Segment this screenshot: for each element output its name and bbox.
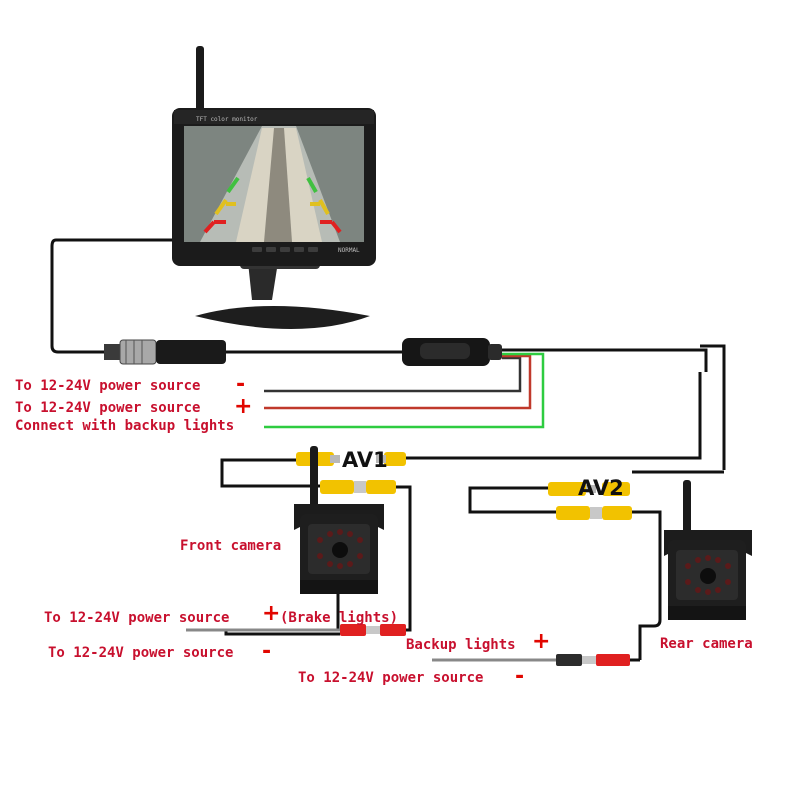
parking-guide-lines [203, 176, 342, 234]
label-power-plus: To 12-24V power source [15, 400, 201, 416]
round-connector [104, 339, 226, 365]
monitor-antenna-icon [196, 46, 204, 116]
front-power-plug [186, 596, 412, 636]
label-rear-camera: Rear camera [660, 636, 753, 652]
label-backup-lights-connect: Connect with backup lights [15, 418, 235, 434]
plus-symbol: + [234, 394, 253, 419]
screen-lane [264, 128, 292, 242]
monitor-stand-neck [248, 262, 278, 300]
front-camera [294, 446, 384, 594]
label-rear-power-minus: To 12-24V power source [298, 670, 484, 686]
label-power-minus: To 12-24V power source [15, 378, 201, 394]
rear-camera [664, 480, 752, 620]
monitor-buttons [252, 247, 318, 252]
monitor-screen-tag: NORMAL [338, 247, 360, 254]
monitor-header-bar [174, 110, 374, 124]
av1-connector [296, 452, 406, 494]
monitor: TFT color monitor NORMAL [172, 46, 376, 329]
plus-symbol: + [532, 629, 551, 654]
label-front-power-plus: To 12-24V power source [44, 610, 230, 626]
monitor-stand-base [195, 306, 370, 329]
label-front-camera: Front camera [180, 538, 282, 554]
rear-power-plug [432, 654, 640, 666]
plus-symbol: + [262, 601, 281, 626]
label-front-power-minus: To 12-24V power source [48, 645, 234, 661]
label-backup-lights: Backup lights [406, 637, 516, 653]
label-av2: AV2 [578, 476, 624, 500]
minus-symbol: - [262, 639, 272, 664]
av2-connector [548, 482, 632, 520]
minus-symbol: - [515, 664, 525, 689]
label-av1: AV1 [342, 448, 388, 472]
rear-camera-antenna-icon [683, 480, 691, 546]
av2-wire [468, 470, 724, 560]
minus-symbol: - [236, 372, 246, 397]
label-brake-lights: (Brake lights) [280, 610, 399, 626]
power-wires [264, 352, 545, 429]
receiver-box [402, 338, 502, 366]
main-cable [50, 238, 172, 354]
av1-wire [220, 372, 702, 488]
front-camera-antenna-icon [310, 446, 318, 512]
monitor-header-text: TFT color monitor [196, 116, 258, 123]
